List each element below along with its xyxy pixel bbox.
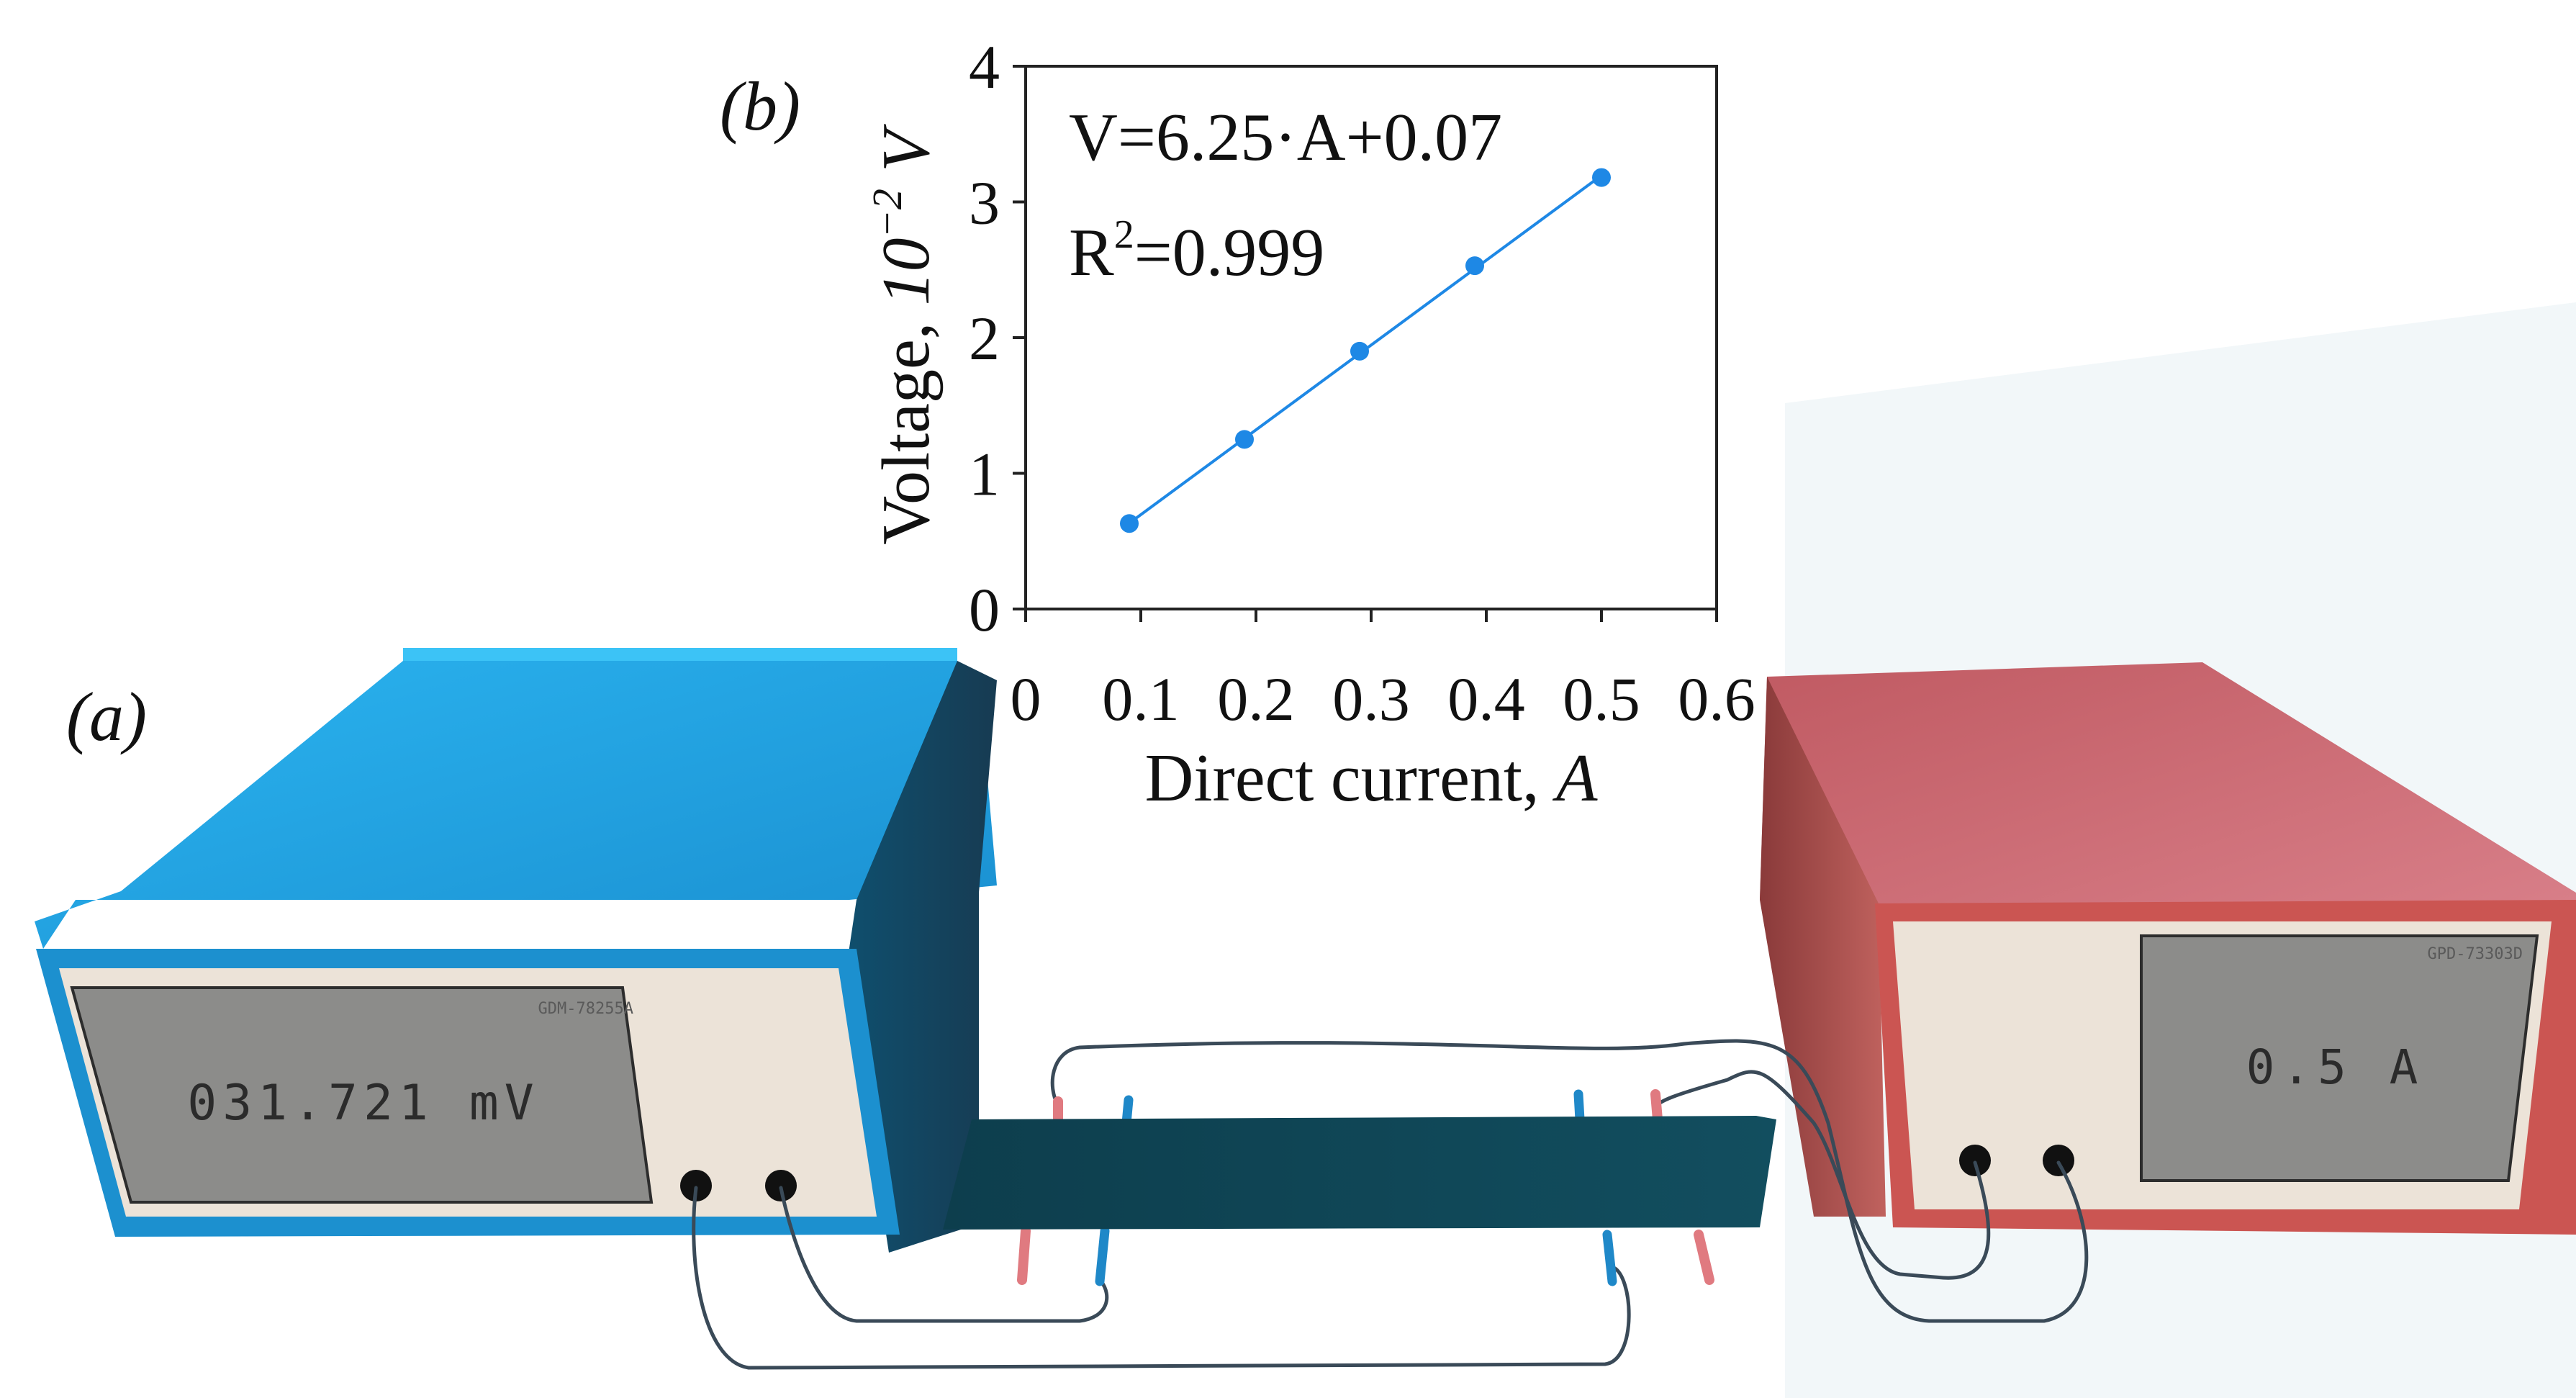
voltmeter-lid-edge [403, 648, 957, 661]
power-wire-1 [1653, 1070, 1991, 1280]
power-supply-screen [2140, 934, 2539, 1182]
data-point [1350, 341, 1369, 361]
voltmeter-reading: 031.721 mV [187, 1075, 539, 1132]
y-tick-label: 1 [969, 440, 1000, 509]
data-point [1120, 514, 1139, 533]
x-axis-ticks: 0 0.1 0.2 0.3 0.4 0.5 0.6 [1011, 609, 1755, 734]
voltmeter-top [35, 661, 997, 949]
x-tick-label: 0.6 [1678, 664, 1755, 734]
x-tick-label: 0.1 [1102, 664, 1180, 734]
y-axis-unit-base: 10 [869, 238, 944, 305]
r2-prefix: R [1069, 215, 1114, 290]
voltmeter-wire-2 [779, 1186, 1109, 1323]
voltmeter-wire-1 [692, 1186, 1631, 1370]
power-supply-terminal-left [1959, 1145, 1991, 1176]
voltmeter-side [846, 661, 997, 1253]
x-axis-label-text: Direct current, [1145, 741, 1557, 816]
power-supply-top [1760, 662, 2576, 929]
power-wire-2 [1050, 1039, 2089, 1323]
red-electrode-left-bottom [1017, 1226, 1031, 1285]
wiring [692, 1039, 2089, 1370]
data-point [1235, 430, 1254, 449]
voltmeter-terminal-right [765, 1170, 797, 1201]
data-point [1592, 168, 1611, 187]
blue-probe-left-bottom [1095, 1226, 1110, 1286]
y-axis-label-text: Voltage, [869, 305, 944, 544]
power-supply-device: GPD-73303D 0.5 A [1760, 662, 2576, 1235]
voltmeter-terminal-left [680, 1170, 712, 1201]
blue-probe-right-bottom [1602, 1230, 1617, 1286]
y-tick-label: 4 [969, 32, 1000, 102]
blue-probe-right-top [1573, 1089, 1585, 1124]
r-squared: R2=0.999 [1069, 212, 1324, 290]
voltmeter-model-label: GDM-78255A [538, 1000, 633, 1018]
power-supply-terminal-right [2043, 1145, 2074, 1176]
x-tick-label: 0.5 [1563, 664, 1640, 734]
y-axis-ticks: 0 1 2 3 4 [969, 32, 1026, 644]
x-tick-label: 0 [1011, 664, 1041, 734]
power-supply-reading: 0.5 A [2246, 1040, 2426, 1095]
red-electrode-right-bottom [1694, 1230, 1714, 1285]
sample-assembly [943, 1089, 1776, 1286]
y-tick-label: 2 [969, 304, 1000, 373]
power-supply-side [1760, 677, 1886, 1217]
voltmeter-screen [70, 986, 654, 1204]
x-tick-label: 0.2 [1217, 664, 1295, 734]
data-point [1465, 256, 1484, 276]
fit-equation: V=6.25·A+0.07 [1069, 100, 1502, 175]
x-tick-label: 0.4 [1447, 664, 1525, 734]
y-axis-unit-exponent: −2 [864, 189, 910, 238]
panel-b-label: (b) [720, 68, 800, 145]
voltmeter-device: GDM-78255A 031.721 mV [35, 648, 997, 1253]
x-axis-unit: A [1552, 741, 1598, 816]
sample-strip [943, 1116, 1776, 1230]
y-tick-label: 0 [969, 575, 1000, 644]
r2-superscript: 2 [1114, 212, 1134, 257]
red-electrode-right-top [1650, 1089, 1663, 1124]
x-axis-label: Direct current, A [1145, 741, 1599, 816]
power-supply-model-label: GPD-73303D [2428, 945, 2523, 963]
y-axis-label: Voltage, 10−2 V [864, 124, 944, 545]
r2-value: =0.999 [1134, 215, 1325, 290]
data-points [1120, 168, 1611, 533]
panel-a-label: (a) [66, 678, 147, 755]
y-tick-label: 3 [969, 168, 1000, 238]
x-tick-label: 0.3 [1332, 664, 1410, 734]
y-axis-unit-tail: V [869, 124, 944, 189]
